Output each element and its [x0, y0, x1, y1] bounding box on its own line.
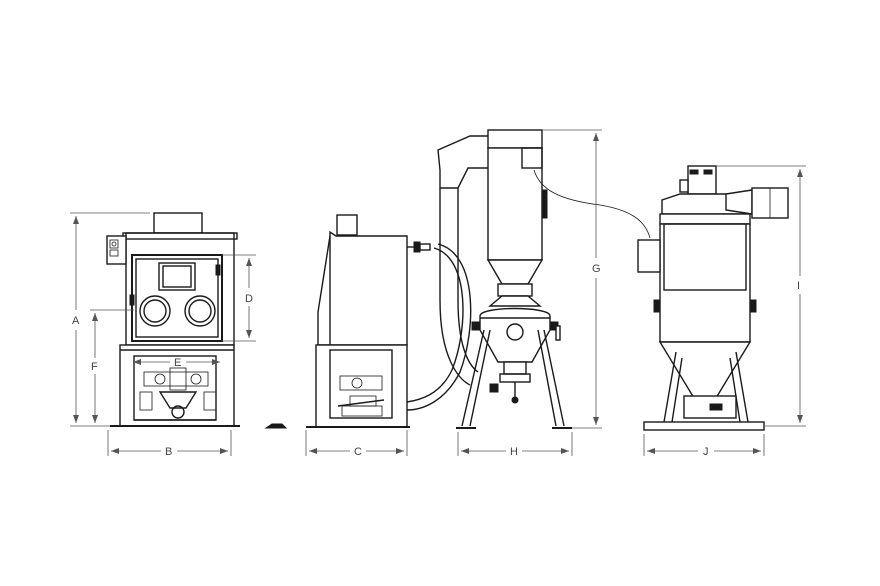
connection-line — [533, 169, 651, 239]
dim-label-b: B — [165, 446, 172, 458]
dim-label-c: C — [354, 446, 362, 458]
dim-label-i: I — [797, 280, 800, 292]
dimension-lines — [70, 129, 806, 456]
cyclone-separator — [437, 129, 572, 429]
blast-cabinet-side-view — [264, 214, 472, 429]
dim-label-h: H — [510, 446, 518, 458]
dim-label-d: D — [245, 293, 253, 305]
blast-cabinet-front-view — [106, 212, 240, 427]
dim-label-g: G — [592, 263, 601, 275]
dim-label-a: A — [72, 315, 80, 327]
dim-label-e: E — [174, 357, 181, 369]
dim-label-j: J — [703, 446, 709, 458]
dust-collector — [637, 165, 789, 431]
dim-label-f: F — [91, 361, 98, 373]
